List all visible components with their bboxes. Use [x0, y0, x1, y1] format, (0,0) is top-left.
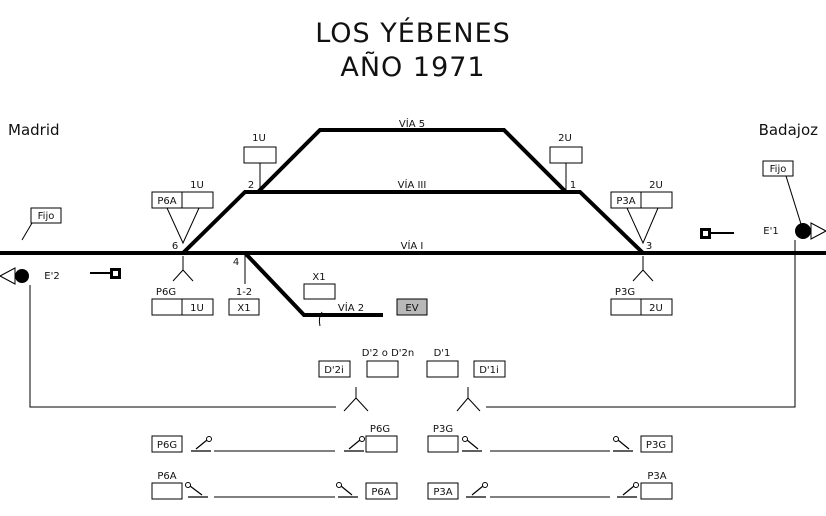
lever-p3g-left-icon [462, 436, 482, 452]
switch-6-number: 6 [172, 241, 178, 252]
box-p6a-frame-right [365, 482, 398, 500]
box-p6a-blank [181, 191, 214, 209]
box-p3g-frame [640, 435, 673, 453]
box-d2i [318, 360, 351, 378]
label-1u-left: 1U [190, 180, 204, 191]
title-line-2: AÑO 1971 [340, 51, 485, 83]
label-p3g-frame-left: P3G [433, 424, 453, 435]
box-d2-o-d2n [366, 360, 399, 378]
label-p3g-lower: P3G [615, 287, 635, 298]
label-x1-lower: X1 [237, 303, 250, 314]
switch-3-number: 3 [646, 241, 652, 252]
track-via-5 [256, 128, 568, 194]
lever-p6g-right-icon [344, 436, 365, 452]
lever-p6a-left-icon [185, 482, 208, 498]
circuit-line-right [486, 240, 796, 408]
label-ev: EV [405, 303, 418, 314]
signal-e2-lamp-icon [15, 269, 29, 283]
lever-p6a-right-icon [336, 482, 358, 498]
label-via-5: VÍA 5 [399, 117, 425, 130]
label-p6a-frame-top: P6A [157, 471, 176, 482]
label-d2i: D'2i [324, 365, 344, 376]
label-p6a-box: P6A [157, 196, 176, 207]
label-d1i: D'1i [479, 365, 499, 376]
box-p6g-frame [151, 435, 183, 453]
circuit-line-left [29, 285, 336, 408]
label-2u-lower: 2U [649, 303, 663, 314]
triangle-left-icon [0, 267, 16, 285]
switch-2-number: 2 [248, 180, 254, 191]
lever-p3a-right-icon [617, 482, 639, 498]
switch-3-upper-fork [626, 207, 659, 245]
box-1u-top [243, 146, 277, 164]
box-x1-upper [303, 283, 336, 300]
box-p3a-frame-left [427, 482, 459, 500]
box-p3a-blank [640, 191, 673, 209]
label-p3a-frame-left: P3A [433, 487, 452, 498]
label-p3g-frame: P3G [646, 440, 666, 451]
box-d1i [473, 360, 506, 378]
label-e1: E'1 [763, 226, 778, 237]
label-p6a-frame-right: P6A [371, 487, 390, 498]
box-p6g-frame-right [365, 435, 398, 453]
switch-6-upper-fork [166, 207, 200, 245]
title-line-1: LOS YÉBENES [315, 17, 511, 49]
box-p6a-frame [151, 482, 183, 500]
label-p6g-lower: P6G [156, 287, 176, 298]
box-fijo-right [762, 160, 794, 177]
lever-p3g-right-icon [613, 436, 633, 452]
buffer-stop [318, 311, 323, 327]
box-2u-lower [640, 298, 673, 316]
label-1u-top: 1U [252, 133, 266, 144]
track-via-2 [243, 251, 383, 317]
label-p6g-frame-right: P6G [370, 424, 390, 435]
label-p3a-box: P3A [616, 196, 635, 207]
label-via-1: VÍA I [401, 239, 424, 252]
label-fijo-right: Fijo [770, 164, 787, 175]
label-via-3: VÍA III [398, 178, 427, 191]
label-p3a-frame-top: P3A [647, 471, 666, 482]
right-fork-symbol [456, 387, 481, 412]
fijo-right-lead [785, 175, 802, 225]
lever-p3a-left-icon [466, 482, 488, 498]
box-p6g-blank [151, 298, 183, 316]
track-via-3 [181, 190, 645, 255]
city-badajoz: Badajoz [759, 121, 819, 139]
label-1u-lower: 1U [190, 303, 204, 314]
label-e2: E'2 [44, 271, 59, 282]
label-via-2: VÍA 2 [338, 301, 364, 314]
lever-p6g-left-icon [191, 436, 212, 452]
box-ev [396, 298, 428, 316]
switch-6-lower-fork [172, 256, 194, 282]
triangle-right-icon [810, 222, 826, 240]
switch-3-lower-fork [632, 256, 654, 282]
box-fijo-left [30, 207, 62, 224]
label-d1: D'1 [434, 348, 451, 359]
signal-e2-small-icon [90, 268, 121, 279]
box-1u-lower [181, 298, 214, 316]
box-d1 [426, 360, 459, 378]
left-fork-symbol [343, 387, 369, 412]
label-p6g-frame: P6G [157, 440, 177, 451]
label-x1-upper: X1 [312, 272, 325, 283]
switch-4-number: 4 [233, 257, 239, 268]
label-2u-right: 2U [649, 180, 663, 191]
city-madrid: Madrid [8, 121, 60, 139]
label-d2-o-d2n: D'2 o D'2n [362, 348, 414, 359]
signal-e1-small-icon [700, 228, 734, 239]
label-2u-top: 2U [558, 133, 572, 144]
box-p3g-blank [610, 298, 642, 316]
box-p3g-frame-left [427, 435, 459, 453]
box-p3a-frame [640, 482, 673, 500]
switch-1-number: 1 [570, 180, 576, 191]
box-2u-top [549, 146, 583, 164]
switch-1-2-label: 1-2 [236, 287, 252, 298]
box-x1-lower [228, 298, 260, 316]
fijo-left-lead [21, 222, 33, 241]
signal-e1-lamp-icon [795, 223, 811, 239]
label-fijo-left: Fijo [38, 211, 55, 222]
